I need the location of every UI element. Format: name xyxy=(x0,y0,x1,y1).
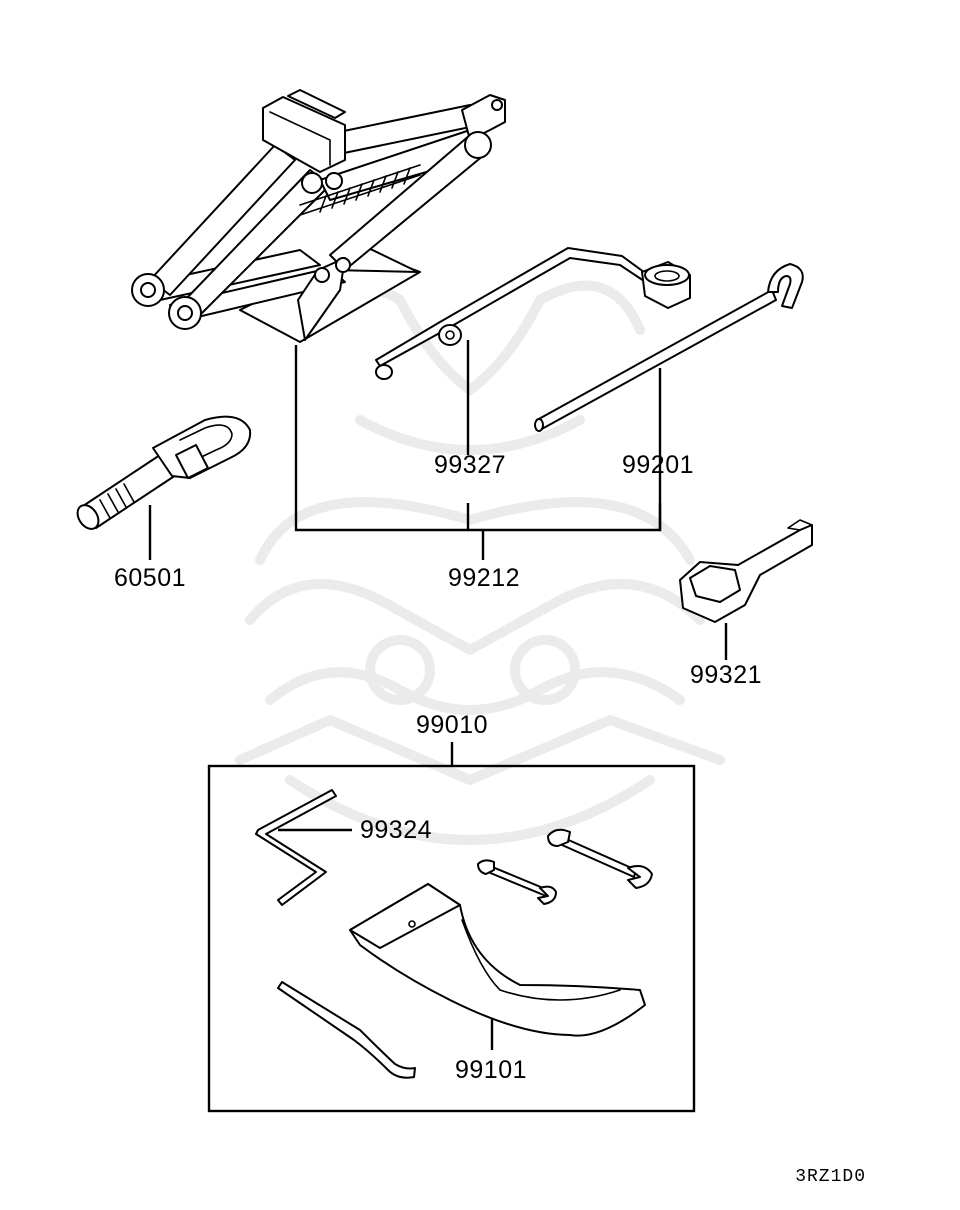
tool-bag xyxy=(349,883,646,1037)
spanner-small xyxy=(477,859,557,905)
label-99201: 99201 xyxy=(622,451,694,479)
tool-kit-box xyxy=(207,764,696,1113)
part-labels: 60501 99327 99201 99212 99321 99010 9932… xyxy=(114,451,866,1187)
hex-key xyxy=(255,789,337,906)
label-60501: 60501 xyxy=(114,564,186,592)
tow-eye-bolt xyxy=(76,415,252,530)
label-99010: 99010 xyxy=(416,711,488,739)
tire-lever xyxy=(277,981,416,1079)
label-99327: 99327 xyxy=(434,451,506,479)
jack-rod xyxy=(534,263,804,432)
watermark-emblem xyxy=(235,280,725,845)
label-99101: 99101 xyxy=(455,1056,527,1084)
jack-handle xyxy=(375,247,691,380)
diagram-code: 3RZ1D0 xyxy=(795,1167,866,1187)
wheel-nut-wrench xyxy=(679,519,813,623)
label-99212: 99212 xyxy=(448,564,520,592)
label-99324: 99324 xyxy=(360,816,432,844)
scissor-jack xyxy=(131,89,506,343)
spanner-large xyxy=(547,828,653,889)
label-99321: 99321 xyxy=(690,661,762,689)
